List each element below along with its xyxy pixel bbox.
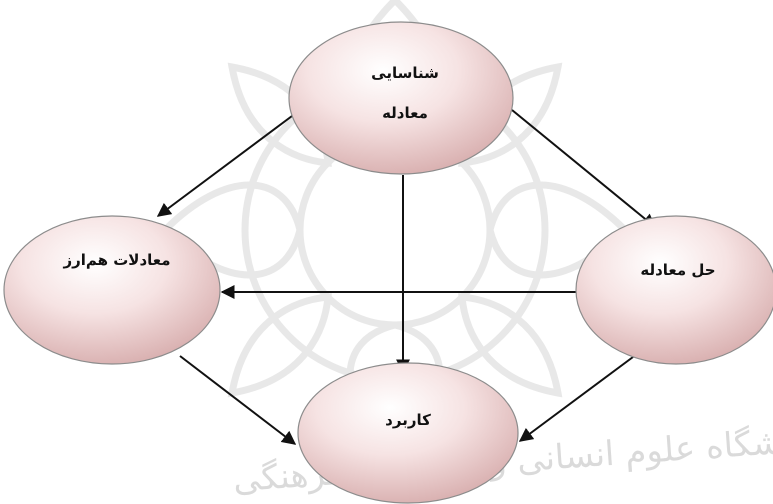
node-identify-shape [288, 21, 514, 175]
edges [156, 109, 657, 445]
edge-identify-to-equivalent [156, 115, 293, 217]
node-solve-label: حل معادله [640, 261, 715, 279]
edge-equivalent-to-apply [179, 355, 297, 445]
node-solve-equation: حل معادله [575, 215, 773, 365]
node-identify-equation: شناسایی معادله [288, 21, 514, 175]
edge-solve-to-apply [518, 356, 634, 442]
node-identify-label-line1: شناسایی [371, 64, 439, 82]
node-application-shape [297, 362, 519, 504]
node-equivalent-shape [3, 215, 221, 365]
node-application-label: کاربرد [385, 411, 431, 429]
node-equivalent-equations: معادلات هم‌ارز [3, 215, 221, 365]
node-application: کاربرد [297, 362, 519, 504]
node-equivalent-label: معادلات هم‌ارز [62, 251, 170, 269]
node-solve-shape [575, 215, 773, 365]
node-identify-label-line2: معادله [382, 104, 428, 122]
edge-identify-to-solve [511, 109, 657, 228]
